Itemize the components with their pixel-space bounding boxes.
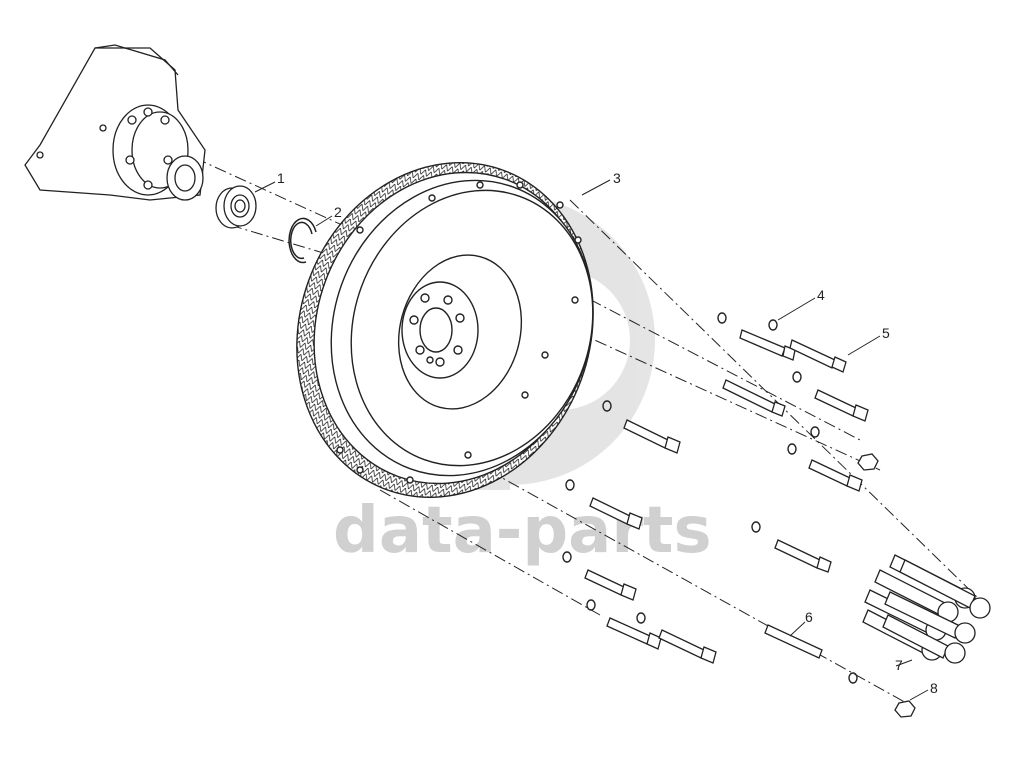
retaining-ring-part-2 xyxy=(288,217,317,264)
bearing-part-1 xyxy=(215,185,257,229)
callout-7: 7 xyxy=(895,657,903,673)
callout-4: 4 xyxy=(817,287,825,303)
callout-3: 3 xyxy=(613,170,621,186)
nuts xyxy=(857,453,916,718)
bolt-bundle-part-7 xyxy=(862,554,991,664)
washers-part-4 xyxy=(562,312,858,684)
stud-part-6 xyxy=(764,624,823,659)
callout-5: 5 xyxy=(882,325,890,341)
leader-lines xyxy=(254,179,929,701)
bolts-part-5 xyxy=(584,329,869,664)
flywheel-part-3 xyxy=(296,162,594,498)
callout-2: 2 xyxy=(334,204,342,220)
callout-8: 8 xyxy=(930,680,938,696)
callout-1: 1 xyxy=(277,170,285,186)
engine-housing xyxy=(24,44,206,201)
watermark-text: data-parts xyxy=(333,494,712,568)
callout-6: 6 xyxy=(805,609,813,625)
callout-labels: 1 2 3 4 5 6 7 8 xyxy=(277,170,938,696)
